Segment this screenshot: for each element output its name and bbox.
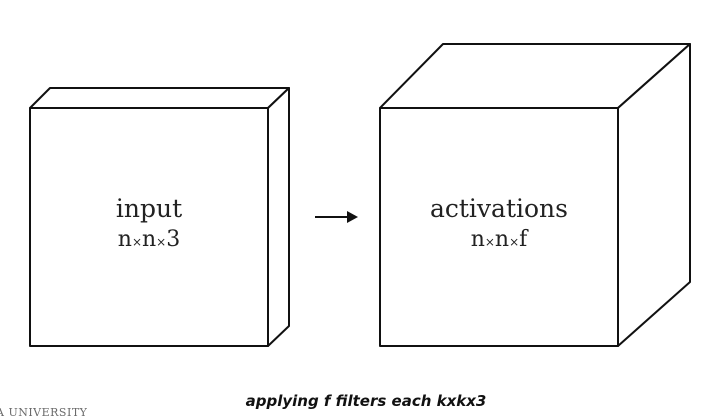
input-cube-top-face	[29, 87, 290, 109]
input-times-2: ×	[156, 235, 166, 249]
activations-dimensions: n×n×f	[471, 227, 529, 252]
input-cube: input n×n×3	[29, 87, 290, 347]
activations-dim-3: f	[519, 227, 529, 252]
right-arrow-icon	[315, 211, 358, 223]
activations-dim-2: n	[495, 227, 509, 252]
caption: applying f filters each kxkx3	[246, 392, 487, 410]
input-cube-side-face	[267, 87, 290, 347]
activations-dim-1: n	[471, 227, 485, 252]
activations-times-2: ×	[509, 235, 519, 249]
input-dim-1: n	[118, 227, 132, 252]
input-dim-3: 3	[166, 227, 180, 252]
input-label: input	[116, 194, 182, 223]
input-times-1: ×	[132, 235, 142, 249]
footer-logo: A UNIVERSITY	[0, 406, 88, 418]
activations-cube: activations n×n×f	[379, 43, 691, 347]
activations-cube-front-face	[379, 107, 619, 347]
input-dim-2: n	[142, 227, 156, 252]
activations-times-1: ×	[485, 235, 495, 249]
activations-label: activations	[430, 194, 568, 223]
input-cube-front-face	[29, 107, 269, 347]
input-dimensions: n×n×3	[118, 227, 180, 252]
